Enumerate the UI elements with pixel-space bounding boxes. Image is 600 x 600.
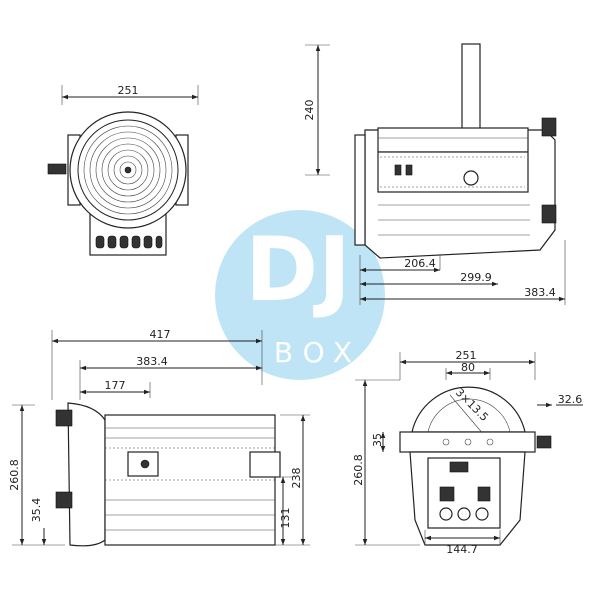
dim-383-4: 383.4 [524, 286, 556, 299]
rear-offset-label: 32.6 [558, 393, 583, 406]
watermark-circle [215, 210, 385, 380]
fresnel-rings [83, 125, 173, 215]
watermark-dj: DJ [245, 218, 351, 321]
rear-view: 251 80 32.6 3×13.5 260.8 35 144.7 [352, 349, 583, 556]
mount-bar [399, 431, 536, 453]
rear-spacing-label: 80 [461, 361, 475, 374]
side-view-bottom: 417 383.4 177 260.8 35.4 238 131 [8, 328, 310, 547]
front-view: 251 [47, 84, 199, 256]
dim-206-4: 206.4 [404, 257, 436, 270]
height-label-238: 238 [290, 468, 303, 489]
front-base-slots [95, 235, 163, 249]
side-view-top: 240 206.4 299.9 383.4 [303, 43, 566, 305]
dim-417: 417 [150, 328, 171, 341]
dim-299-9: 299.9 [460, 271, 492, 284]
height-label-131: 131 [279, 508, 292, 529]
front-width-label: 251 [118, 84, 139, 97]
height-label-240: 240 [303, 100, 316, 121]
dim-177: 177 [105, 379, 126, 392]
dim-383-4-bottom: 383.4 [136, 355, 168, 368]
watermark-box: BOX [274, 336, 362, 369]
foot-label-35-4: 35.4 [30, 498, 43, 523]
rear-height-label: 260.8 [352, 454, 365, 486]
height-label-260-8: 260.8 [8, 459, 21, 491]
rear-base-label: 144.7 [446, 543, 478, 556]
rear-bracket-label: 35 [371, 433, 384, 447]
rear-width-label: 251 [456, 349, 477, 362]
djbox-watermark: DJ BOX [215, 210, 385, 380]
